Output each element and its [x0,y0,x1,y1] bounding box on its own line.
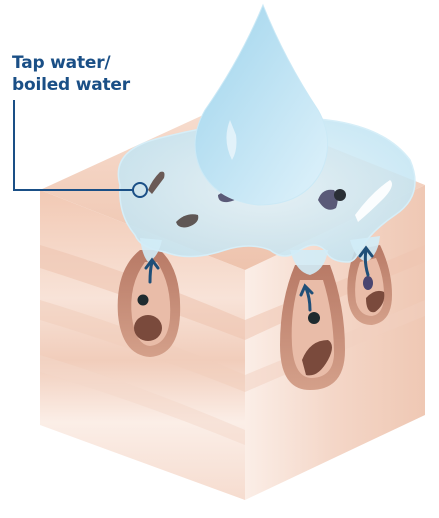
water-drop [195,5,328,205]
pore-middle [280,265,345,390]
callout-line-1: Tap water/ [12,52,130,74]
callout-line-2: boiled water [12,74,130,96]
callout-label: Tap water/ boiled water [12,52,130,96]
